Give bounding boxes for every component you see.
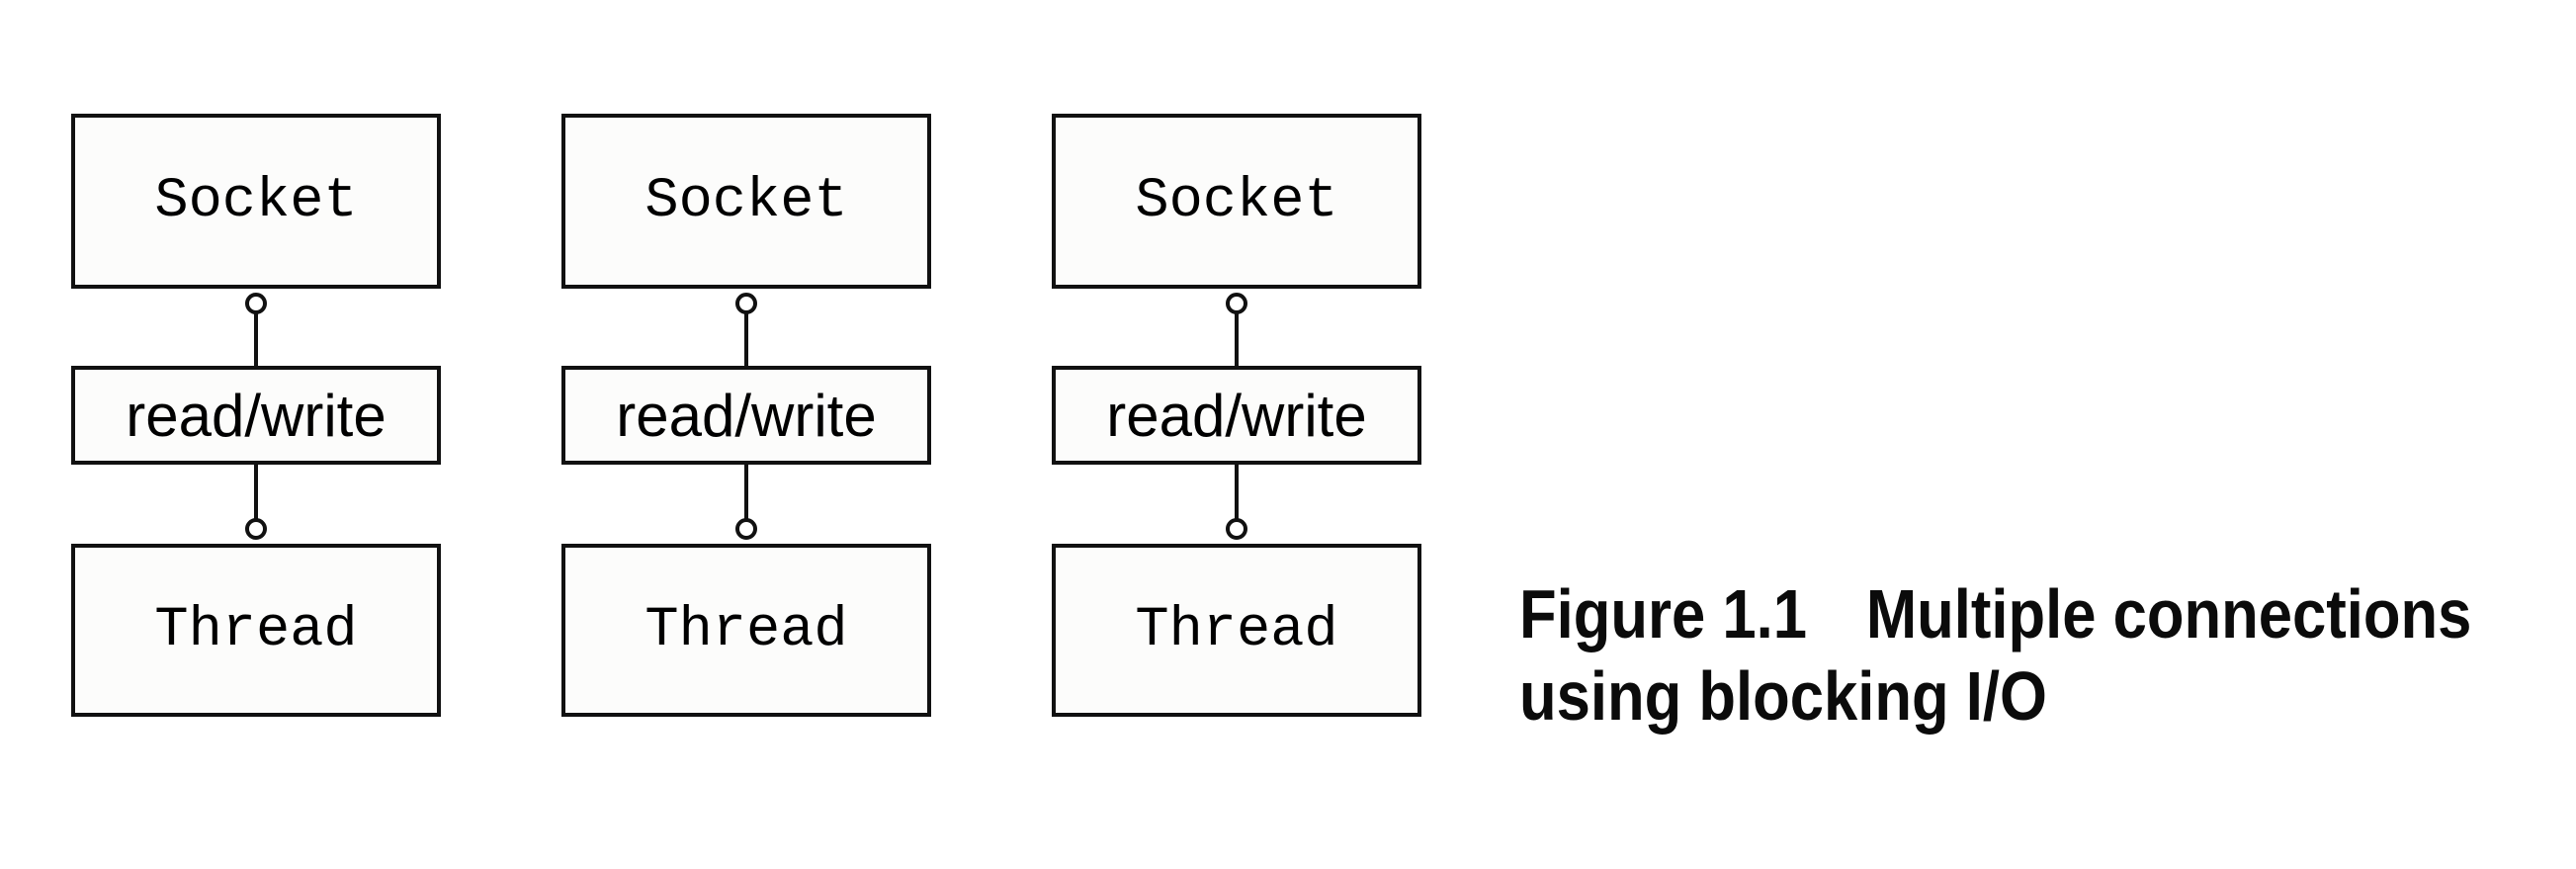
diagram-column-3: Socket read/write Thread: [1052, 114, 1421, 717]
thread-label: Thread: [644, 598, 848, 662]
readwrite-label: read/write: [126, 382, 386, 449]
readwrite-box: read/write: [1052, 366, 1421, 465]
connector-line: [254, 312, 258, 366]
diagram-column-2: Socket read/write Thread: [561, 114, 931, 717]
thread-box: Thread: [71, 544, 441, 717]
figure-caption: Figure 1.1 Multiple connections using blo…: [1519, 573, 2471, 738]
thread-box: Thread: [561, 544, 931, 717]
connection-point-circle-icon: [1226, 293, 1247, 314]
readwrite-label: read/write: [616, 382, 877, 449]
connection-point-circle-icon: [1226, 518, 1247, 540]
connector-line: [744, 312, 748, 366]
connector-line: [1235, 312, 1239, 366]
readwrite-box: read/write: [71, 366, 441, 465]
socket-box: Socket: [561, 114, 931, 289]
connection-point-circle-icon: [245, 293, 267, 314]
connection-point-circle-icon: [735, 293, 757, 314]
caption-line-1: Figure 1.1 Multiple connections: [1519, 573, 2471, 655]
readwrite-box: read/write: [561, 366, 931, 465]
socket-box: Socket: [71, 114, 441, 289]
connection-point-circle-icon: [735, 518, 757, 540]
readwrite-label: read/write: [1106, 382, 1367, 449]
connection-point-circle-icon: [245, 518, 267, 540]
socket-box: Socket: [1052, 114, 1421, 289]
connector-line: [254, 465, 258, 520]
socket-label: Socket: [1135, 169, 1338, 233]
caption-title: Multiple connections: [1865, 575, 2472, 652]
diagram-column-1: Socket read/write Thread: [71, 114, 441, 717]
connector-line: [1235, 465, 1239, 520]
thread-box: Thread: [1052, 544, 1421, 717]
caption-line-2: using blocking I/O: [1519, 657, 2047, 735]
socket-label: Socket: [644, 169, 848, 233]
socket-label: Socket: [154, 169, 358, 233]
thread-label: Thread: [1135, 598, 1338, 662]
connector-line: [744, 465, 748, 520]
caption-label: Figure 1.1: [1519, 575, 1807, 652]
thread-label: Thread: [154, 598, 358, 662]
